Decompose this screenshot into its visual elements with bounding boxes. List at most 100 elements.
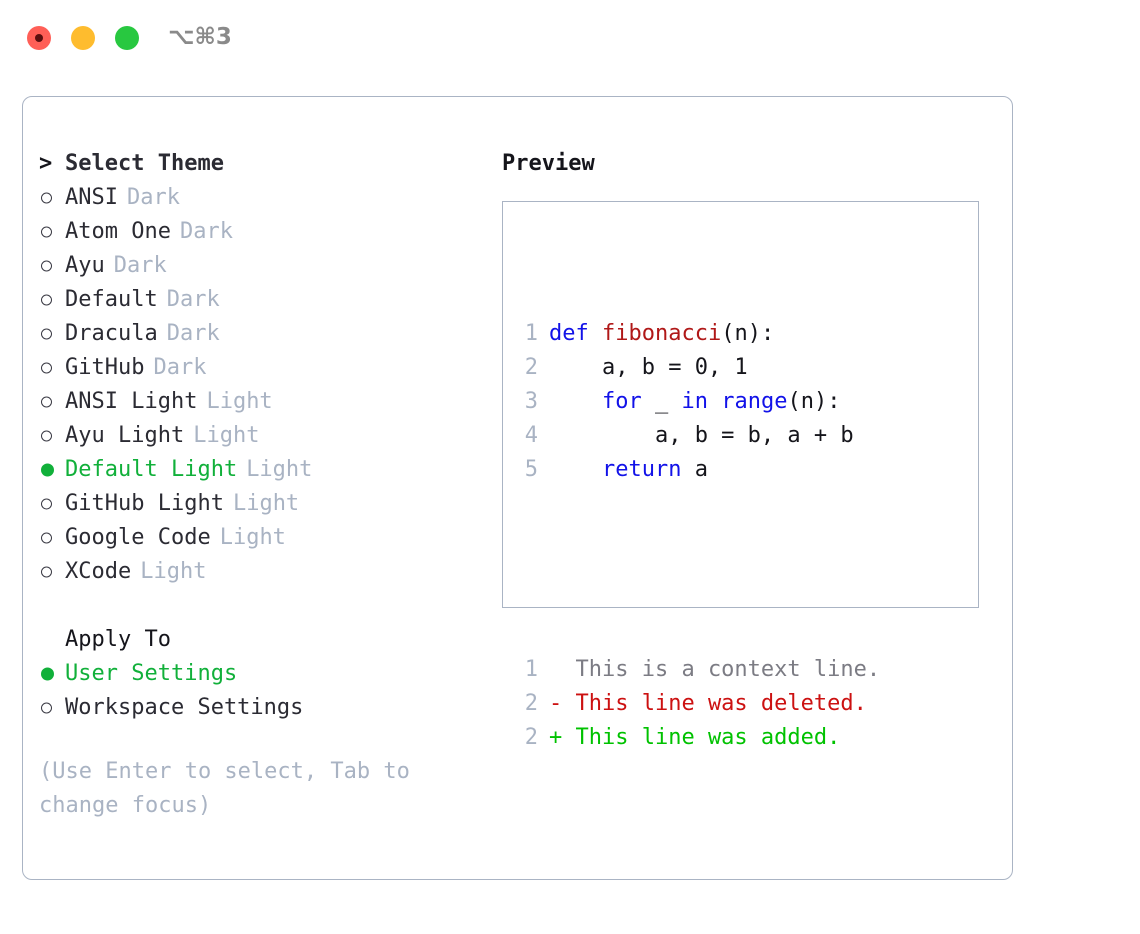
line-number: 4 [524,423,538,448]
code-diff-gap [520,555,880,585]
line-number: 2 [524,355,538,380]
theme-item-badge: Dark [166,321,220,346]
theme-item-label: ANSI Light [65,389,198,414]
close-button[interactable] [27,26,51,50]
theme-item-badge: Light [246,457,313,482]
code-line: 4 a, b = b, a + b [520,419,880,453]
diff-line-text: - This line was deleted. [549,691,867,716]
code-token: for [601,389,642,414]
theme-item-label: GitHub Light [65,491,224,516]
theme-item-badge: Light [140,559,207,584]
code-token: a, b = 0, 1 [549,355,748,380]
preview-title: Preview [502,151,595,176]
theme-list-item[interactable]: ANSI Light Light [39,385,489,419]
theme-list-item[interactable]: ANSI Dark [39,181,489,215]
diff-line-text: This is a context line. [549,657,881,682]
theme-item-label: Default Light [65,457,238,482]
apply-to-option[interactable]: User Settings [39,657,489,691]
code-token: range [721,389,788,414]
code-token: _ [641,389,682,414]
line-number: 2 [524,691,538,716]
code-token: (n): [787,389,841,414]
theme-list-item[interactable]: Ayu Dark [39,249,489,283]
title-bar: ⌥⌘3 [0,0,1140,78]
theme-list-item[interactable]: Google Code Light [39,521,489,555]
line-number: 5 [524,457,538,482]
theme-item-badge: Light [219,525,286,550]
apply-to-label: User Settings [65,661,238,686]
maximize-button[interactable] [115,26,139,50]
theme-item-badge: Light [206,389,273,414]
code-token: a [681,457,708,482]
prompt-caret-icon: > [39,151,53,176]
code-token: def [549,321,602,346]
theme-item-badge: Light [232,491,300,516]
code-token: (n): [721,321,775,346]
code-line-text: for _ in range(n): [549,389,840,414]
code-line-text: a, b = 0, 1 [549,355,748,380]
diff-lines: 1 This is a context line. 2 - This line wa… [520,653,880,755]
theme-item-label: Google Code [65,525,211,550]
theme-list-item[interactable]: Default Light Light [39,453,489,487]
code-line: 3 for _ in range(n): [520,385,880,419]
line-number: 1 [524,321,538,346]
apply-to-option[interactable]: Workspace Settings [39,691,489,725]
code-token [549,457,602,482]
theme-item-label: Default [65,287,158,312]
code-line: 5 return a [520,453,880,487]
theme-list-item[interactable]: GitHub Light Light [39,487,489,521]
apply-to-label: Workspace Settings [65,695,304,720]
diff-line: 1 This is a context line. [520,653,880,687]
theme-list-item[interactable]: XCode Light [39,555,489,589]
theme-list-title: Select Theme [65,151,224,176]
code-line-text: a, b = b, a + b [549,423,854,448]
theme-item-label: Ayu Light [65,423,185,448]
theme-item-badge: Dark [166,287,220,312]
line-number: 2 [524,725,538,750]
theme-item-label: ANSI [65,185,118,210]
theme-item-label: Ayu [65,253,105,278]
traffic-light-group [27,26,139,50]
code-token: fibonacci [601,321,722,346]
theme-item-badge: Dark [126,185,180,210]
list-gap [39,589,489,623]
minimize-button[interactable] [71,26,95,50]
code-token: return [601,457,682,482]
code-token: in [681,389,722,414]
theme-list-item[interactable]: Dracula Dark [39,317,489,351]
code-line-text: def fibonacci(n): [549,321,774,346]
theme-item-label: Dracula [65,321,158,346]
code-line-text: return a [549,457,708,482]
theme-list-item[interactable]: Default Dark [39,283,489,317]
theme-item-label: Atom One [65,219,171,244]
theme-item-label: XCode [65,559,132,584]
line-number: 1 [524,657,538,682]
theme-item-badge: Dark [153,355,207,380]
theme-item-badge: Dark [179,219,233,244]
theme-list-item[interactable]: Atom One Dark [39,215,489,249]
code-token [549,389,602,414]
diff-line: 2 - This line was deleted. [520,687,880,721]
theme-item-label: GitHub [65,355,145,380]
code-line: 1 def fibonacci(n): [520,317,880,351]
keyboard-hint: (Use Enter to select, Tab to change focu… [39,759,424,818]
theme-list-header: > Select Theme [39,147,489,181]
theme-item-badge: Dark [113,253,167,278]
apply-to-title: Apply To [65,627,171,652]
theme-item-badge: Light [193,423,260,448]
code-line: 2 a, b = 0, 1 [520,351,880,385]
theme-list-item[interactable]: GitHub Dark [39,351,489,385]
diff-line-text: + This line was added. [549,725,841,750]
code-token: a, b = b, a + b [549,423,854,448]
window-title: ⌥⌘3 [168,24,232,50]
theme-list-item[interactable]: Ayu Light Light [39,419,489,453]
